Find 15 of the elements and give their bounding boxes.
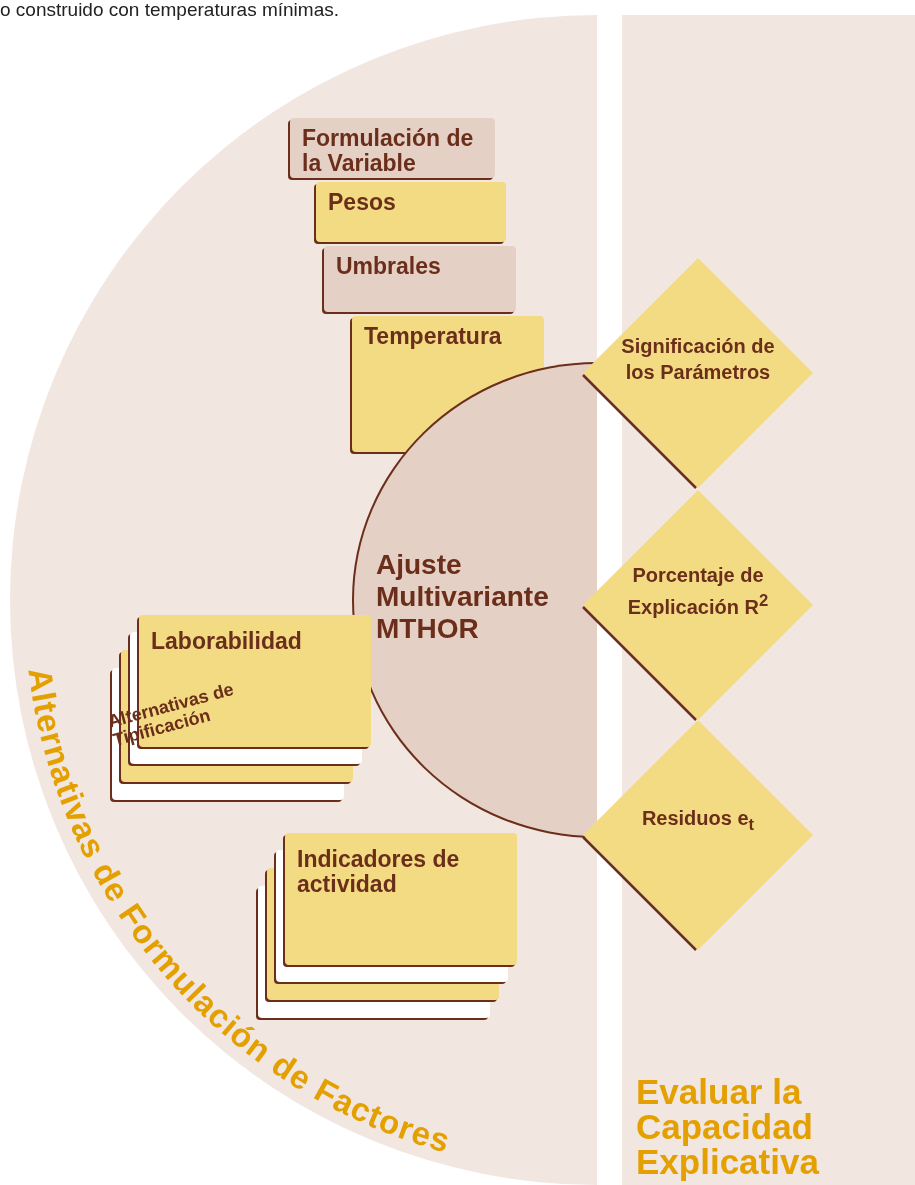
band-title: Evaluar la Capacidad Explicativa — [636, 1074, 821, 1179]
card-title: Pesos — [328, 190, 397, 215]
card-title: Umbrales — [336, 254, 442, 279]
diamond-label: Porcentaje de Explicación R$^{2}$ — [626, 563, 770, 620]
card-title: Laborabilidad — [151, 629, 303, 654]
card — [290, 118, 495, 178]
card — [324, 246, 516, 312]
card-title: Temperatura — [364, 324, 503, 349]
sentence-text: o construido con temperaturas mínimas. — [0, 0, 339, 21]
diamond-label: Significación de los Parámetros — [620, 334, 776, 385]
card-title: Formulación de la Variable — [302, 126, 475, 176]
circle-title: Ajuste Multivariante MTHOR — [376, 549, 550, 645]
card — [316, 182, 506, 242]
diamond-label: Residuos e$_{t}$ — [640, 805, 756, 836]
card-title: Indicadores de actividad — [297, 847, 461, 897]
